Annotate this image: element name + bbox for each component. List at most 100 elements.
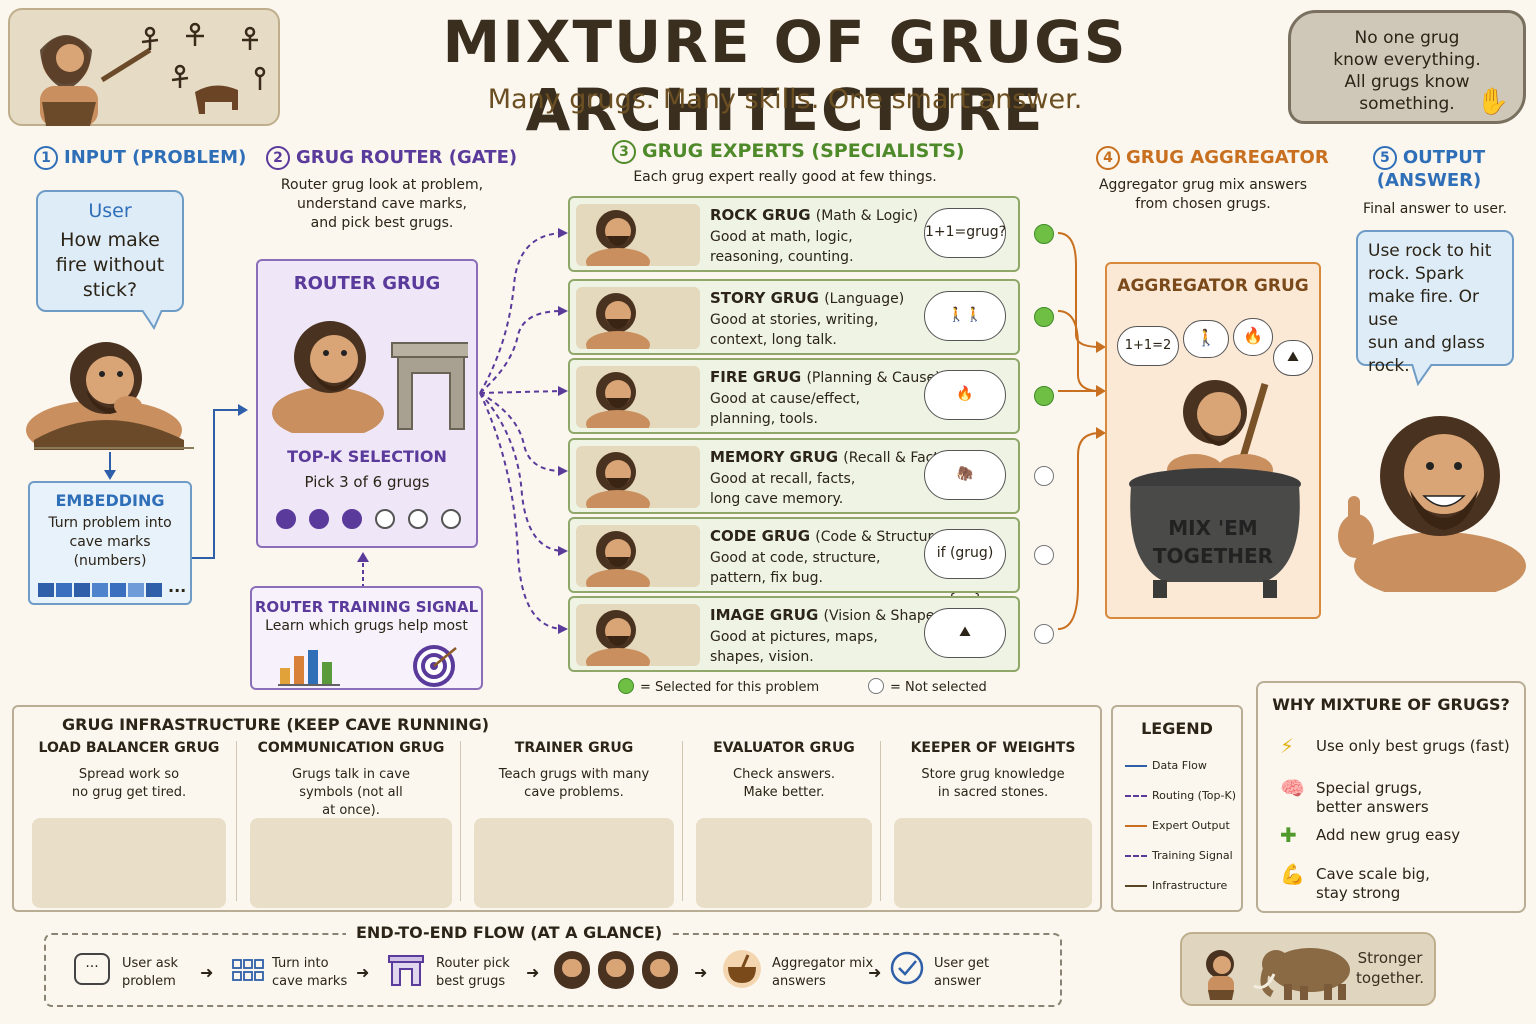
- expert-skill: Good at stories, writing,context, long t…: [710, 310, 940, 350]
- topk-dots: [276, 509, 461, 529]
- legend-line-icon: [1125, 855, 1147, 857]
- infra-divider: [880, 741, 881, 901]
- end-to-end-flow: END-TO-END FLOW (AT A GLANCE) ··· User a…: [44, 933, 1062, 1007]
- expert-thought-bubble: if (grug) {....}: [924, 529, 1006, 579]
- expert-thought-bubble: 🦣: [924, 450, 1006, 500]
- flow-arrow-icon: ➜: [200, 963, 213, 982]
- image-thought-icon: ⛰: [1273, 340, 1313, 376]
- router-grug-image: [268, 303, 468, 433]
- training-desc: Learn which grugs help most: [252, 618, 481, 634]
- why-title: WHY MIXTURE OF GRUGS?: [1258, 695, 1524, 714]
- aggregator-desc: Aggregator grug mix answers from chosen …: [1090, 176, 1316, 214]
- embedding-vector: [38, 583, 162, 597]
- infrastructure-panel: GRUG INFRASTRUCTURE (KEEP CAVE RUNNING) …: [12, 705, 1102, 912]
- expert-unselected-dot: [1034, 624, 1054, 644]
- output-heading-text: OUTPUT: [1403, 147, 1485, 168]
- expert-name: FIRE GRUG (Planning & Cause): [710, 368, 941, 386]
- expert-thought-bubble: ⛰: [924, 608, 1006, 658]
- router-desc-line: Router grug look at problem,: [262, 176, 502, 195]
- infra-illustration: [696, 818, 872, 908]
- step-number: 3: [612, 140, 636, 164]
- footer-line: Stronger: [1356, 948, 1424, 968]
- expert-name: STORY GRUG (Language): [710, 289, 904, 307]
- expert-unselected-dot: [1034, 545, 1054, 565]
- expert-card: MEMORY GRUG (Recall & Facts)Good at reca…: [568, 438, 1020, 514]
- flow-step-1: User askproblem: [122, 955, 178, 991]
- gate-icon: [388, 951, 424, 987]
- bar-chart-icon: [278, 648, 348, 686]
- aggregator-thought-bubble: 1+1=2: [1117, 326, 1179, 366]
- legend-row: Expert Output: [1125, 819, 1230, 832]
- muscle-icon: 💪: [1280, 865, 1308, 884]
- expert-card: ROCK GRUG (Math & Logic)Good at math, lo…: [568, 196, 1020, 272]
- infra-desc: Spread work sono grug get tired.: [24, 766, 234, 802]
- tablet-line: No one grug: [1309, 27, 1505, 49]
- topk-dot-selected: [309, 509, 329, 529]
- experts-heading-text: GRUG EXPERTS (SPECIALISTS): [642, 140, 965, 162]
- embedding-box: EMBEDDING Turn problem into cave marks (…: [28, 481, 192, 605]
- aggregator-desc-line: from chosen grugs.: [1090, 195, 1316, 214]
- infra-title: KEEPER OF WEIGHTS: [886, 740, 1100, 756]
- flow-arrow-icon: ➜: [694, 963, 707, 982]
- why-row: ✚Add new grug easy: [1280, 826, 1460, 845]
- happy-grug-image: [1330, 386, 1526, 592]
- expert-skill: Good at code, structure,pattern, fix bug…: [710, 548, 940, 588]
- flow-text: answers: [772, 973, 873, 991]
- thinking-grug-image: [24, 330, 194, 450]
- topk-dot-selected: [276, 509, 296, 529]
- why-row: 🧠Special grugs,better answers: [1280, 779, 1429, 817]
- chat-icon: ···: [74, 953, 110, 985]
- infra-divider: [460, 741, 461, 901]
- aggregator-grug-box: AGGREGATOR GRUG 1+1=2 🚶 🔥 ⛰ MIX 'EM TOGE…: [1105, 262, 1321, 619]
- answer-bubble: Use rock to hit rock. Spark make fire. O…: [1356, 230, 1514, 366]
- router-box-title: ROUTER GRUG: [258, 273, 476, 294]
- question-line: How make: [38, 228, 182, 253]
- training-title: ROUTER TRAINING SIGNAL: [252, 598, 481, 616]
- legend-label: Training Signal: [1152, 849, 1233, 862]
- target-icon: [412, 644, 460, 688]
- expert-output-arrows: [1056, 225, 1106, 637]
- question-line: fire without: [38, 253, 182, 278]
- step-number: 1: [34, 146, 58, 170]
- pot-line: TOGETHER: [1107, 542, 1319, 570]
- lightning-icon: ⚡: [1280, 737, 1308, 756]
- experts-desc: Each grug expert really good at few thin…: [600, 168, 970, 187]
- embedding-title: EMBEDDING: [30, 491, 190, 510]
- story-thought-icon: 🚶: [1183, 320, 1229, 358]
- infra-illustration: [894, 818, 1092, 908]
- expert-thought-bubble: 🚶🚶: [924, 291, 1006, 341]
- legend-label: Data Flow: [1152, 759, 1207, 772]
- topk-dot-empty: [375, 509, 395, 529]
- infra-title: LOAD BALANCER GRUG: [24, 740, 234, 756]
- answer-line: rock. Spark: [1368, 263, 1502, 286]
- legend-line-icon: [1125, 825, 1147, 827]
- expert-skill: Good at cause/effect,planning, tools.: [710, 389, 940, 429]
- embedding-desc: (numbers): [30, 552, 190, 571]
- flow-arrow-icon: ➜: [526, 963, 539, 982]
- pot-icon: [722, 949, 762, 989]
- expert-selected-dot: [1034, 224, 1054, 244]
- embedding-ellipsis: ...: [168, 577, 186, 596]
- stronger-together-tablet: Stronger together.: [1180, 932, 1436, 1006]
- plus-icon: ✚: [1280, 826, 1308, 845]
- embedding-desc: Turn problem into: [30, 514, 190, 533]
- router-heading-text: GRUG ROUTER (GATE): [296, 147, 517, 168]
- page-subtitle: Many grugs. Many skills. One smart answe…: [290, 84, 1280, 115]
- why-text: Special grugs,better answers: [1316, 779, 1429, 817]
- topk-dot-empty: [408, 509, 428, 529]
- infra-desc: Teach grugs with manycave problems.: [466, 766, 682, 802]
- flow-text: problem: [122, 973, 178, 991]
- expert-thought-bubble: 🔥: [924, 370, 1006, 420]
- router-desc: Router grug look at problem, understand …: [262, 176, 502, 233]
- flow-text: User ask: [122, 955, 178, 973]
- expert-selected-dot: [1034, 307, 1054, 327]
- expert-skill: Good at pictures, maps,shapes, vision.: [710, 627, 940, 667]
- expert-name: CODE GRUG (Code & Structure): [710, 527, 947, 545]
- expert-name: MEMORY GRUG (Recall & Facts): [710, 448, 952, 466]
- flow-text: Turn into: [272, 955, 347, 973]
- infra-heading: GRUG INFRASTRUCTURE (KEEP CAVE RUNNING): [62, 715, 489, 734]
- router-training-box: ROUTER TRAINING SIGNAL Learn which grugs…: [250, 586, 483, 690]
